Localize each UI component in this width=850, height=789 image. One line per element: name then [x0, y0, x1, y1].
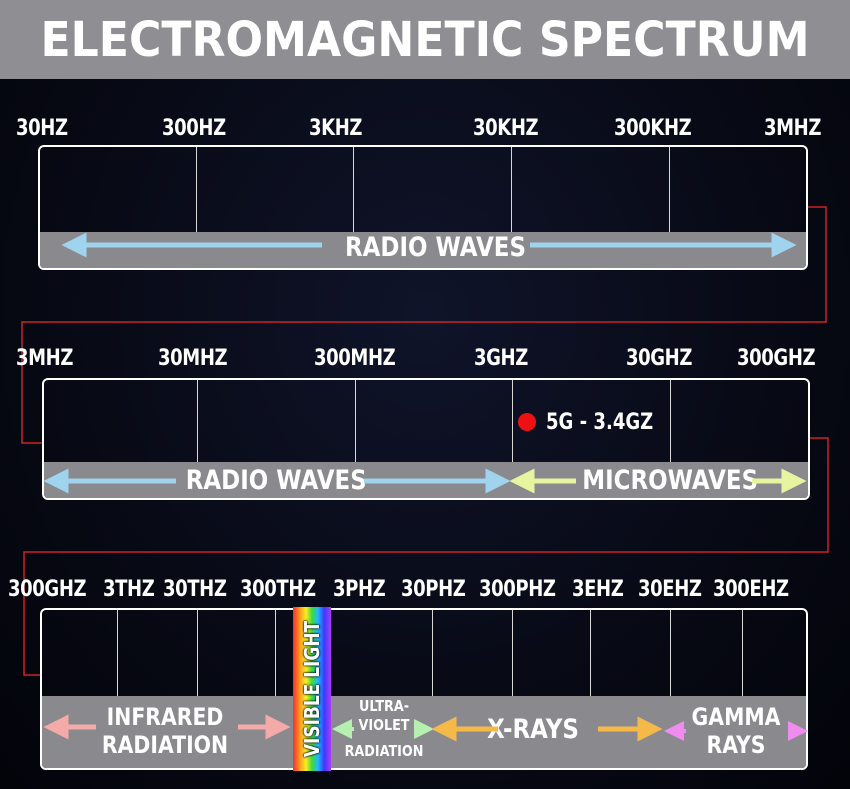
freq-label: 30GHZ: [626, 346, 693, 371]
freq-label: 30PHZ: [401, 577, 466, 602]
gamma-label-line2: RAYS: [706, 731, 766, 759]
visible-light-gradient: [293, 607, 331, 771]
freq-label: 3MHZ: [764, 116, 822, 141]
divider: [197, 610, 198, 768]
band-row-1: [38, 145, 808, 270]
divider: [117, 610, 118, 768]
5g-marker-label: 5G - 3.4GZ: [546, 410, 654, 435]
connector-row1-row2: [21, 206, 827, 444]
radio-waves-label: RADIO WAVES: [185, 465, 367, 496]
divider: [512, 380, 513, 498]
divider: [742, 610, 743, 768]
infrared-label-line2: RADIATION: [101, 731, 229, 759]
freq-label: 3THZ: [103, 577, 155, 602]
divider: [669, 147, 670, 268]
uv-label-line1: ULTRA-: [358, 697, 410, 715]
divider: [355, 380, 356, 498]
freq-label: 30EHZ: [638, 577, 702, 602]
divider: [670, 380, 671, 498]
freq-label: 30KHZ: [473, 116, 539, 141]
uv-label-line2: VIOLET: [358, 716, 410, 734]
radio-waves-label: RADIO WAVES: [345, 232, 526, 263]
connector-row2-row3: [23, 437, 829, 676]
band-strip: [40, 232, 806, 268]
infrared-label-line1: INFRARED: [106, 703, 224, 731]
freq-label: 3PHZ: [333, 577, 386, 602]
divider: [432, 610, 433, 768]
divider: [353, 147, 354, 268]
freq-label: 3KHZ: [309, 116, 363, 141]
xrays-label: X-RAYS: [487, 714, 579, 745]
freq-label: 3EHZ: [572, 577, 624, 602]
divider: [275, 610, 276, 768]
marker-dot: [518, 413, 536, 431]
freq-label: 30THZ: [163, 577, 227, 602]
freq-label: 30HZ: [16, 116, 68, 141]
freq-label: 300PHZ: [479, 577, 556, 602]
freq-label: 300GHZ: [737, 346, 816, 371]
freq-label: 300EHZ: [713, 577, 789, 602]
freq-label: 300HZ: [162, 116, 226, 141]
freq-label: 300MHZ: [314, 346, 396, 371]
gamma-label-line1: GAMMA: [691, 703, 781, 731]
divider: [511, 147, 512, 268]
divider: [196, 147, 197, 268]
title-bar: ELECTROMAGNETIC SPECTRUM: [0, 0, 850, 79]
freq-label: 30MHZ: [158, 346, 228, 371]
uv-label-line3: RADIATION: [344, 742, 424, 760]
freq-label: 300GHZ: [8, 577, 87, 602]
divider: [197, 380, 198, 498]
freq-label: 3GHZ: [474, 346, 528, 371]
divider: [512, 610, 513, 768]
divider: [590, 610, 591, 768]
freq-label: 300KHZ: [614, 116, 692, 141]
freq-label: 300THZ: [240, 577, 316, 602]
freq-label: 3MHZ: [16, 346, 74, 371]
page-title: ELECTROMAGNETIC SPECTRUM: [40, 12, 810, 68]
divider: [670, 610, 671, 768]
microwaves-label: MICROWAVES: [582, 465, 759, 496]
